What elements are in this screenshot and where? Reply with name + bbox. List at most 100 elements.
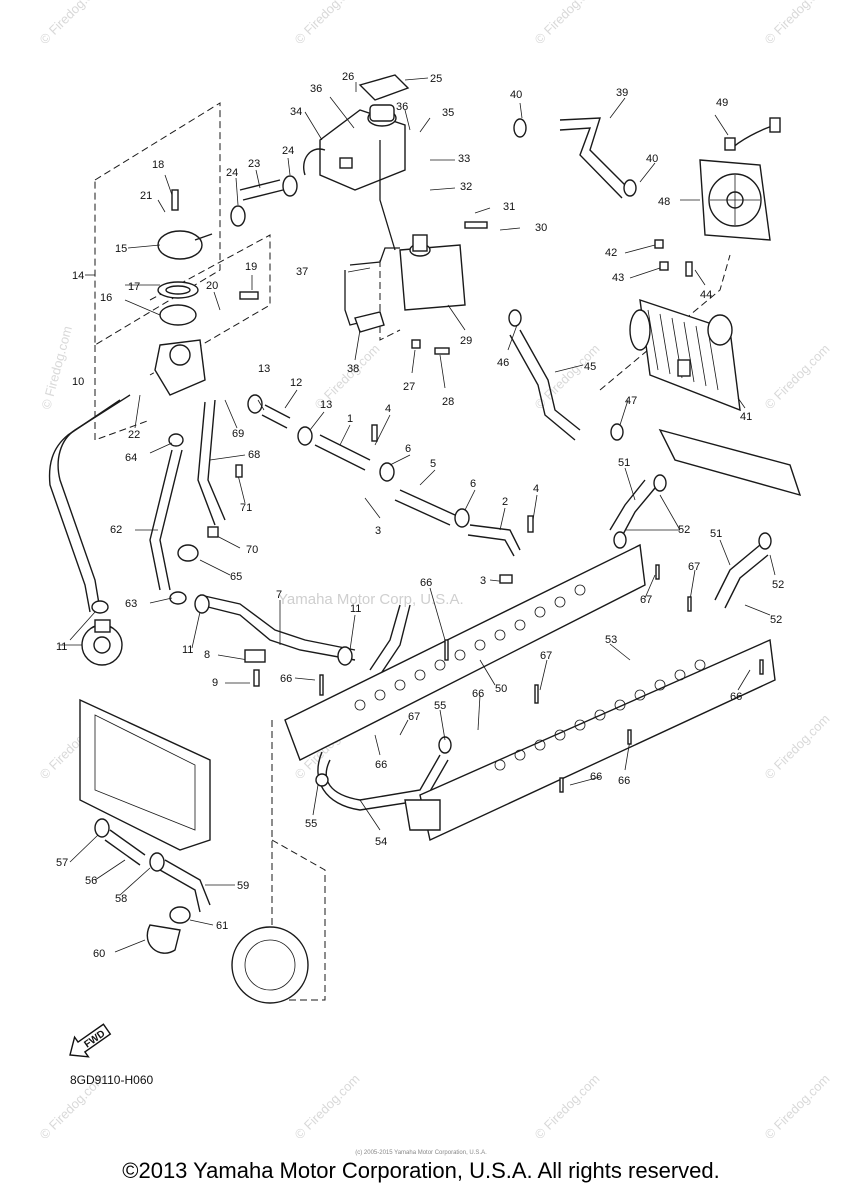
callout: 12 [290, 377, 302, 389]
callout: 34 [290, 106, 302, 118]
callout: 5 [430, 458, 436, 470]
callout: 62 [110, 524, 122, 536]
callout: 44 [700, 289, 712, 301]
callout: 15 [115, 243, 127, 255]
callout: 24 [282, 145, 294, 157]
callout: 67 [688, 561, 700, 573]
callout: 3 [480, 575, 486, 587]
callout: 64 [125, 452, 137, 464]
callout: 67 [540, 650, 552, 662]
callout: 36 [310, 83, 322, 95]
engine-cover [146, 924, 309, 1004]
callout: 31 [503, 201, 515, 213]
callout: 19 [245, 261, 257, 273]
callout: 20 [206, 280, 218, 292]
hose-clamps [91, 118, 772, 924]
callout: 4 [385, 403, 391, 415]
callout: 25 [430, 73, 442, 85]
callout: 1 [347, 413, 353, 425]
callout: 51 [618, 457, 630, 469]
callout: 13 [258, 363, 270, 375]
copyright-notice: ©2013 Yamaha Motor Corporation, U.S.A. A… [122, 1158, 720, 1183]
callout: 66 [280, 673, 292, 685]
callout: 38 [347, 363, 359, 375]
callout: 66 [472, 688, 484, 700]
callout: 29 [460, 335, 472, 347]
callout: 39 [616, 87, 628, 99]
callout: 2 [502, 496, 508, 508]
callout: 37 [296, 266, 308, 278]
watermark: © Firedog.com [762, 341, 833, 412]
callout-labels: 1 2 3 3 4 4 5 6 6 7 8 9 10 11 11 11 12 1… [56, 71, 784, 960]
callout: 65 [230, 571, 242, 583]
callout: 63 [125, 598, 137, 610]
callout: 23 [248, 158, 260, 170]
callout: 52 [772, 579, 784, 591]
callout: 42 [605, 247, 617, 259]
callout: 55 [305, 818, 317, 830]
forward-arrow-icon: FWD [69, 1023, 112, 1058]
callout: 67 [408, 711, 420, 723]
callout: 24 [226, 167, 238, 179]
watermark: © Firedog.com [762, 0, 833, 47]
callout: 14 [72, 270, 84, 282]
callout: 66 [590, 771, 602, 783]
callout: 66 [420, 577, 432, 589]
callout: 6 [470, 478, 476, 490]
callout: 69 [232, 428, 244, 440]
watermark: © Firedog.com [37, 0, 108, 47]
watermark: © Firedog.com [292, 1071, 363, 1142]
heat-exchanger-frame [79, 698, 211, 851]
callout: 18 [152, 159, 164, 171]
cooling-fan [699, 117, 781, 241]
diagram-code: 8GD9110-H060 [70, 1073, 154, 1087]
callout: 11 [56, 641, 67, 653]
callout: 41 [740, 411, 752, 423]
callout: 59 [237, 880, 249, 892]
center-watermark: Yamaha Motor Corp, U.S.A. [278, 591, 464, 608]
callout: 8 [204, 649, 210, 661]
callout: 71 [240, 502, 252, 514]
watermark: © Firedog.com [292, 0, 363, 47]
callout: 55 [434, 700, 446, 712]
watermark: © Firedog.com [762, 711, 833, 782]
callout: 52 [678, 524, 690, 536]
callout: 27 [403, 381, 415, 393]
rail-holes [354, 584, 706, 771]
callout: 40 [510, 89, 522, 101]
reservoir-tank [303, 104, 406, 191]
callout: 66 [375, 759, 387, 771]
callout: 40 [646, 153, 658, 165]
callout: 10 [72, 376, 84, 388]
callout: 28 [442, 396, 454, 408]
callout: 9 [212, 677, 218, 689]
callout: 66 [618, 775, 630, 787]
callout: 46 [497, 357, 509, 369]
callout: 50 [495, 683, 507, 695]
callout: 57 [56, 857, 68, 869]
callout: 17 [128, 281, 140, 293]
callout: 21 [140, 190, 152, 202]
callout: 47 [625, 395, 637, 407]
thermostat-assembly [154, 230, 213, 396]
assembly-outlines [94, 102, 731, 1001]
callout: 52 [770, 614, 782, 626]
callout: 26 [342, 71, 354, 83]
callout: 56 [85, 875, 97, 887]
sub-tank [399, 234, 466, 311]
water-pump [81, 619, 123, 666]
callout: 6 [405, 443, 411, 455]
leader-lines [60, 77, 776, 953]
fasteners [171, 189, 764, 793]
callout: 66 [730, 691, 742, 703]
watermark: © Firedog.com [762, 1071, 833, 1142]
watermark: © Firedog.com [532, 0, 603, 47]
callout: 3 [375, 525, 381, 537]
callout: 67 [640, 594, 652, 606]
callout: 11 [182, 644, 193, 656]
callout: 60 [93, 948, 105, 960]
callout: 33 [458, 153, 470, 165]
callout: 35 [442, 107, 454, 119]
callout: 43 [612, 272, 624, 284]
